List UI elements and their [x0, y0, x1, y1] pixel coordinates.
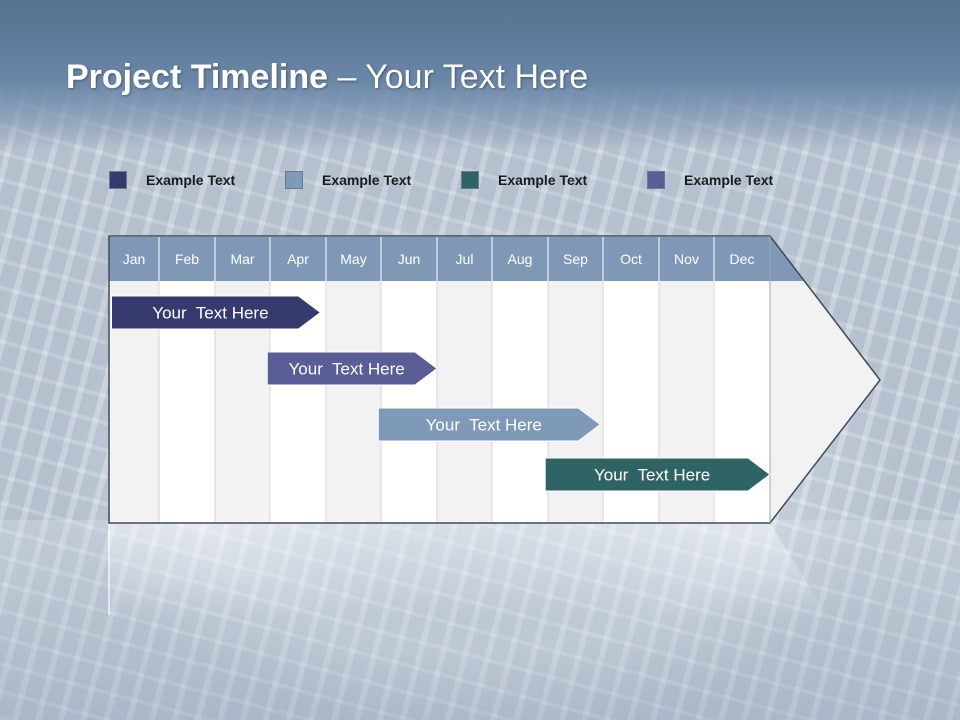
task-bar-label: Your Text Here — [594, 466, 710, 485]
task-bar-label: Your Text Here — [426, 416, 542, 435]
legend-swatch — [109, 171, 127, 189]
month-label: Nov — [674, 251, 699, 267]
timeline-reflection — [109, 523, 830, 620]
legend-label: Example Text — [146, 172, 236, 188]
month-column — [326, 281, 381, 523]
title-bold: Project Timeline — [66, 58, 329, 96]
month-label: Oct — [620, 251, 642, 267]
month-label: Apr — [287, 251, 309, 267]
legend-swatch — [461, 171, 479, 189]
month-column — [492, 281, 548, 523]
month-column — [437, 281, 492, 523]
month-label: Jan — [123, 251, 146, 267]
month-label: Aug — [508, 251, 533, 267]
month-label: Jun — [398, 251, 421, 267]
month-label: Dec — [730, 251, 755, 267]
task-bar — [111, 295, 322, 330]
legend-swatch — [647, 171, 665, 189]
month-header-band — [109, 237, 804, 281]
month-column — [381, 281, 437, 523]
legend-label: Example Text — [684, 172, 774, 188]
task-bar — [544, 457, 771, 492]
task-bar — [266, 351, 438, 386]
title-band — [0, 0, 960, 150]
month-label: Mar — [230, 251, 254, 267]
month-label: May — [340, 251, 366, 267]
task-bar-label: Your Text Here — [152, 304, 268, 323]
legend-swatch — [285, 171, 303, 189]
month-label: Sep — [563, 251, 588, 267]
page-title: Project Timeline – Your Text Here — [66, 58, 588, 97]
task-bar-label: Your Text Here — [289, 360, 405, 379]
legend-label: Example Text — [498, 172, 588, 188]
month-label: Feb — [175, 251, 199, 267]
month-labels: Jan Feb Mar Apr May Jun Jul Aug Sep Oct Nov Dec — [123, 251, 755, 267]
month-label: Jul — [456, 251, 474, 267]
legend-label: Example Text — [322, 172, 412, 188]
timeline-arrow-outline — [108, 235, 881, 524]
task-bar — [377, 407, 602, 442]
title-rest: – Your Text Here — [328, 58, 589, 96]
